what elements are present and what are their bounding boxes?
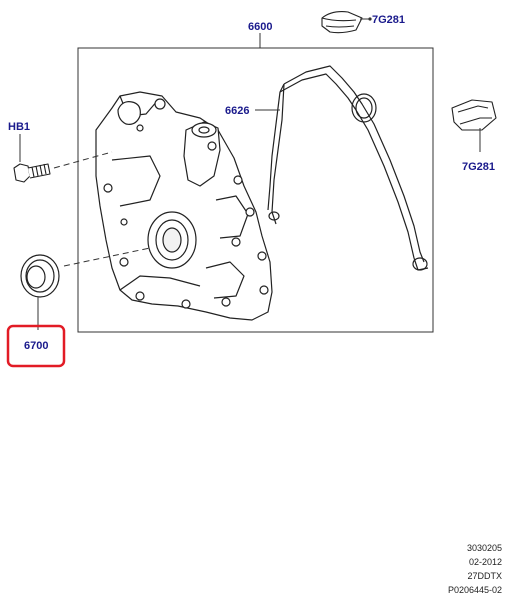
assembly-frame bbox=[77, 47, 434, 333]
callout-6626: 6626 bbox=[225, 105, 249, 117]
clip-top bbox=[321, 11, 363, 34]
clip-right bbox=[451, 99, 497, 131]
footer-line-1: 3030205 bbox=[466, 543, 502, 553]
oil-pump-housing bbox=[95, 91, 273, 321]
callout-6700: 6700 bbox=[24, 340, 48, 352]
bolt bbox=[13, 163, 51, 183]
crank-seal bbox=[20, 254, 60, 298]
dash-bolt bbox=[53, 151, 113, 169]
diagram-reference-footer: 3030205 02-2012 27DDTX P0206445-02 bbox=[448, 541, 502, 597]
gasket bbox=[267, 65, 429, 271]
footer-line-2: 02-2012 bbox=[468, 557, 502, 567]
callout-7g281-right: 7G281 bbox=[462, 161, 495, 173]
highlight-box-6700 bbox=[6, 324, 66, 368]
leader-dot-7g281-top bbox=[368, 17, 372, 21]
footer-line-3: 27DDTX bbox=[467, 571, 502, 581]
callout-7g281-top: 7G281 bbox=[372, 14, 405, 26]
callout-6600: 6600 bbox=[248, 21, 272, 33]
callout-hb1: HB1 bbox=[8, 121, 30, 133]
footer-line-4: P0206445-02 bbox=[447, 585, 502, 595]
dash-seal bbox=[63, 247, 151, 267]
